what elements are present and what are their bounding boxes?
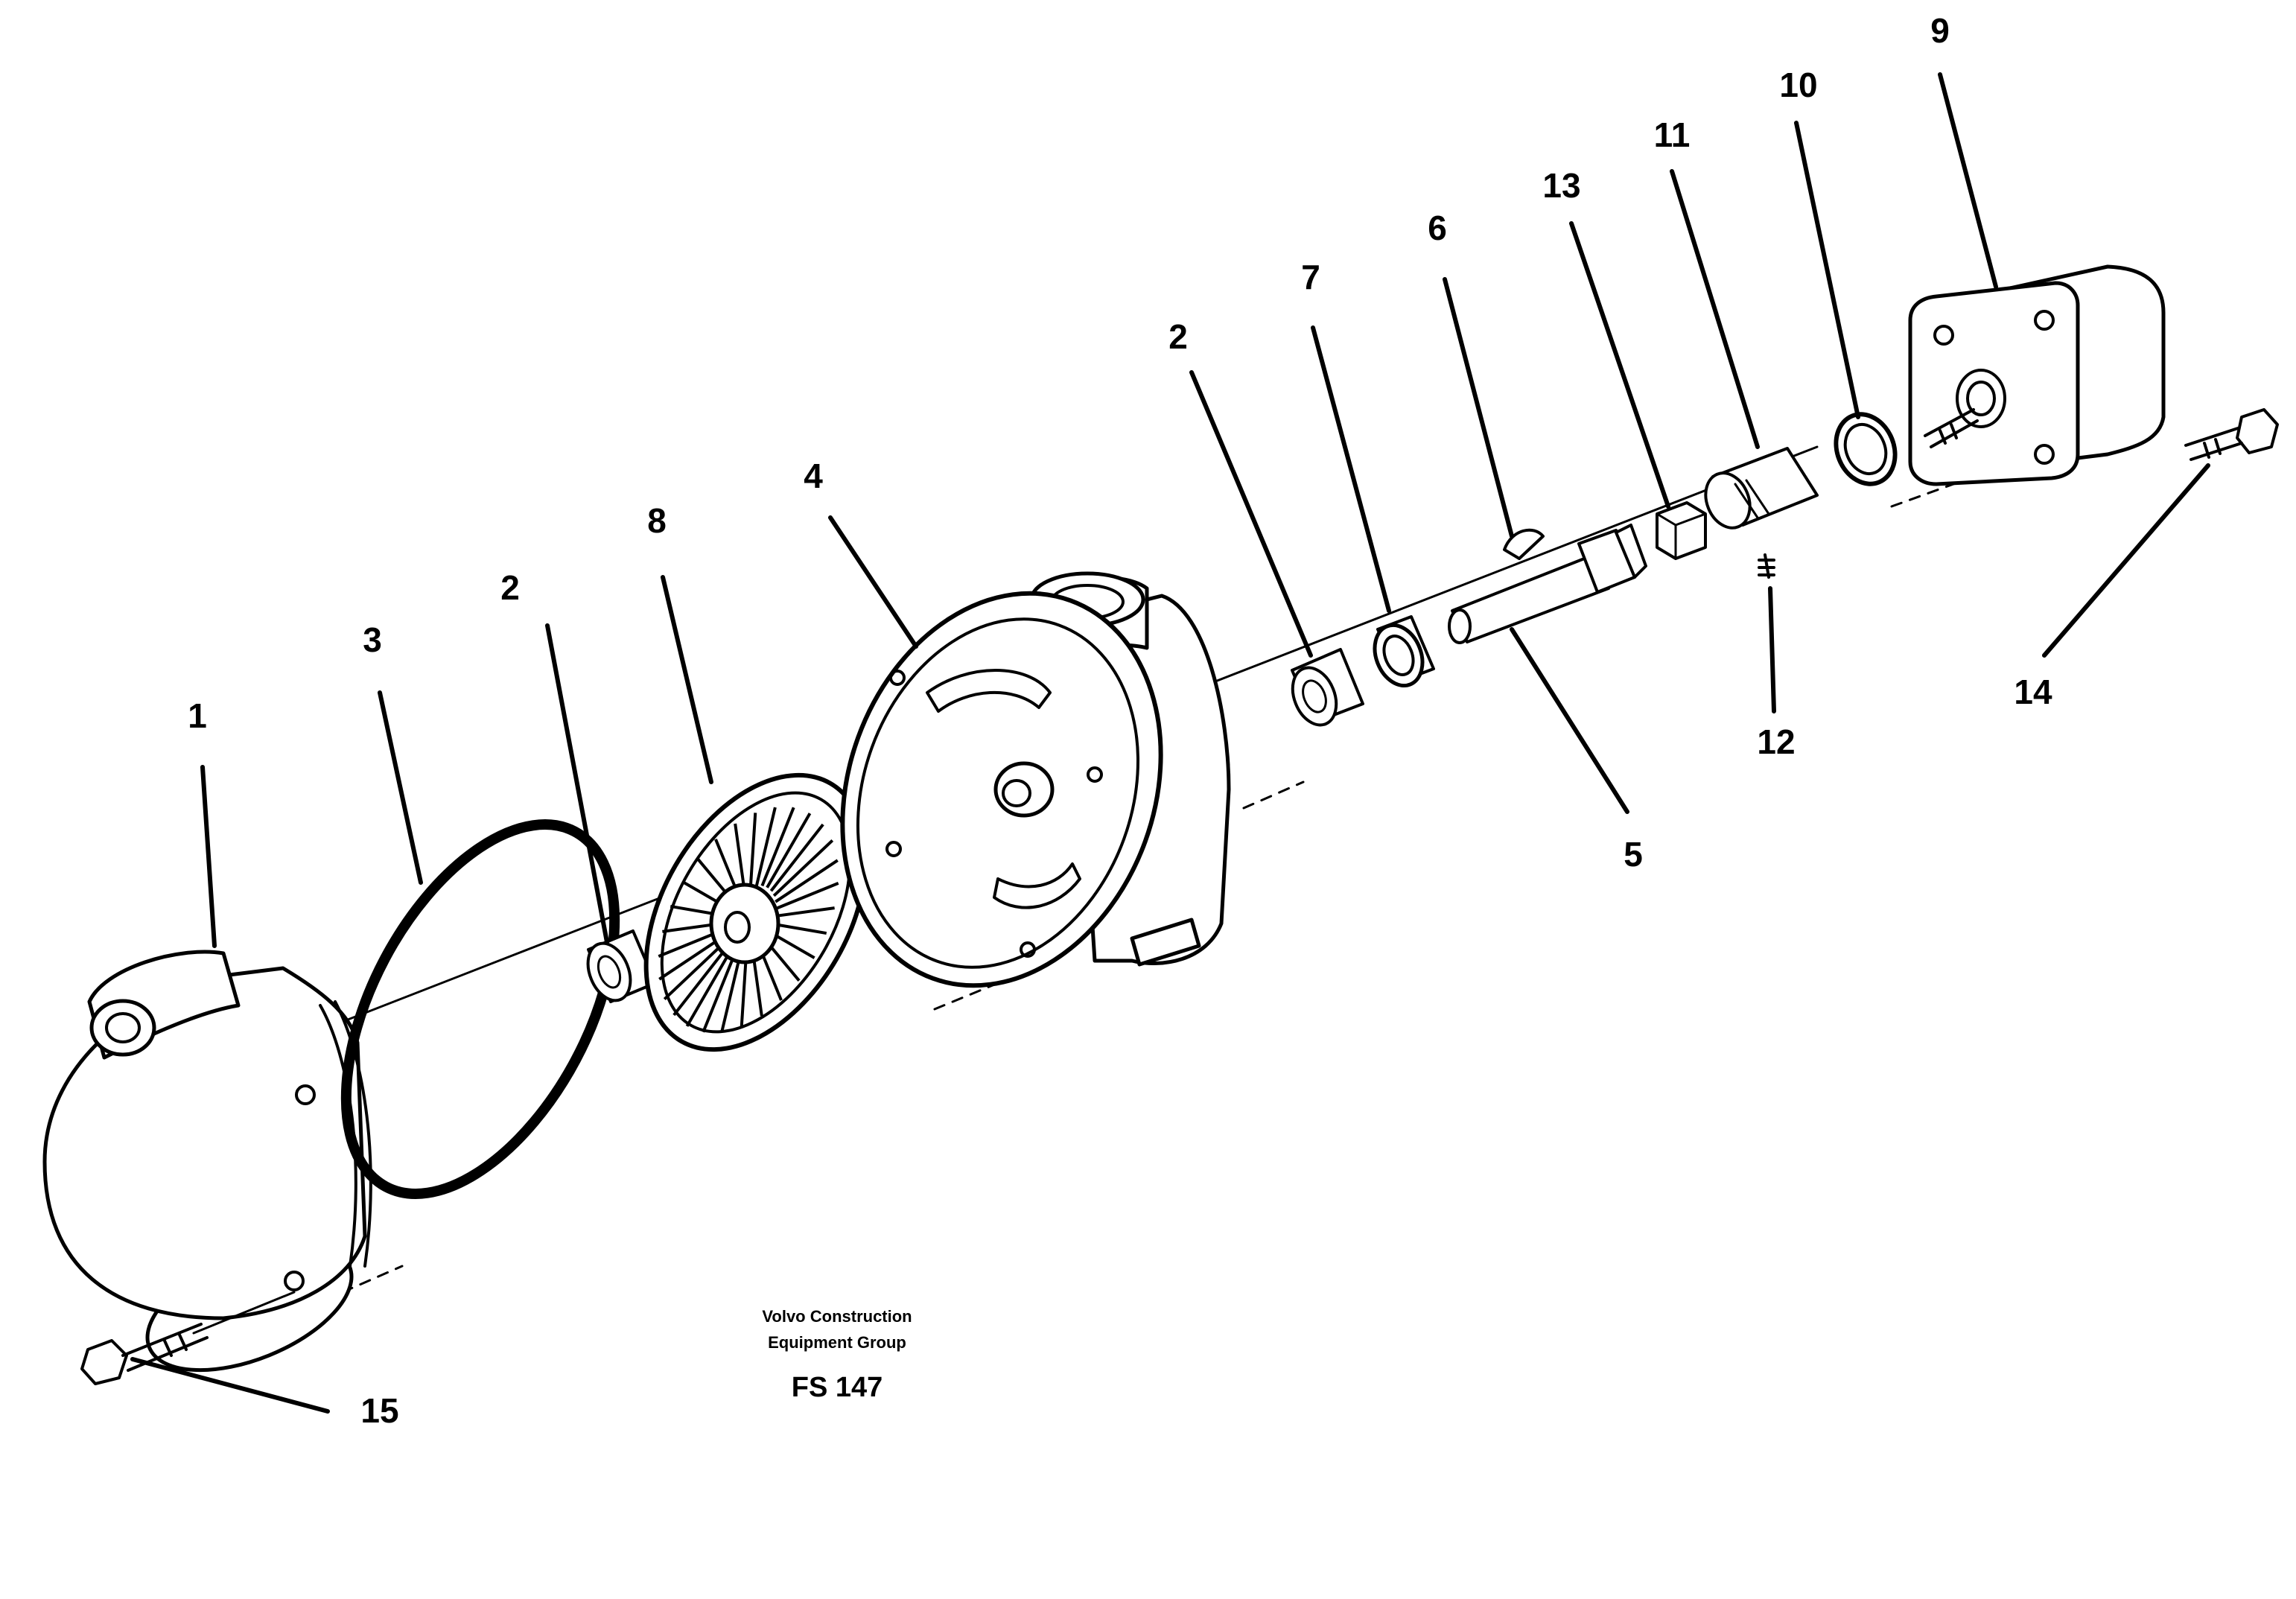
caption-company-line-2: Equipment Group <box>768 1333 906 1352</box>
block-part-13 <box>1656 501 1707 560</box>
callout-7: 7 <box>1301 258 1320 296</box>
bolt-part-15 <box>80 1291 296 1385</box>
callout-12: 12 <box>1757 722 1795 761</box>
key-part-6 <box>1503 528 1545 560</box>
leader-9 <box>1938 72 1998 289</box>
callout-10: 10 <box>1779 66 1817 104</box>
leader-3 <box>378 690 423 885</box>
leader-14 <box>2042 463 2210 658</box>
leader-2a <box>545 623 609 944</box>
impeller-vane <box>748 813 757 888</box>
coupling-part-11 <box>1704 447 1819 530</box>
callout-9: 9 <box>1930 11 1950 50</box>
callout-2-right: 2 <box>1168 317 1188 356</box>
leader-5 <box>1510 627 1629 814</box>
callout-11: 11 <box>1654 115 1691 154</box>
impeller-part-8 <box>643 772 868 1052</box>
impeller-vane <box>720 953 742 1033</box>
shaft-part-5 <box>1448 524 1647 644</box>
callout-6: 6 <box>1428 209 1447 247</box>
pump-housing-part-4 <box>840 571 1231 988</box>
impeller-vane <box>772 922 827 935</box>
impeller-vane <box>702 953 737 1033</box>
callout-8: 8 <box>647 501 667 540</box>
leader-13 <box>1569 221 1670 509</box>
callout-labels: 1 3 2 8 4 2 7 6 13 11 10 9 5 12 14 15 <box>188 11 2052 1430</box>
leader-lines <box>130 72 2210 1414</box>
impeller-vane <box>754 807 777 886</box>
impeller-vane <box>663 942 725 1001</box>
callout-14: 14 <box>2014 673 2052 711</box>
bolt-part-14 <box>2184 408 2279 461</box>
callout-13: 13 <box>1542 166 1580 205</box>
pump-cover <box>42 950 372 1373</box>
leader-6 <box>1443 277 1514 538</box>
impeller-vane <box>775 859 839 903</box>
leader-8 <box>661 575 713 784</box>
caption-block: Volvo Construction Equipment Group FS 14… <box>762 1307 912 1403</box>
impeller-vane <box>774 906 835 918</box>
impeller-vane <box>685 951 731 1027</box>
impeller-vane <box>740 952 748 1027</box>
leader-2b <box>1189 370 1313 658</box>
caption-company-line-1: Volvo Construction <box>762 1307 912 1326</box>
o-ring-part-3 <box>340 819 620 1199</box>
impeller-vane <box>734 823 746 891</box>
leader-11 <box>1670 169 1760 449</box>
callout-1: 1 <box>188 696 207 735</box>
leader-15 <box>130 1357 330 1414</box>
impeller-vane <box>658 936 722 981</box>
impeller-vane <box>769 823 824 892</box>
impeller-vane <box>766 813 812 888</box>
impeller-vane <box>672 947 728 1017</box>
set-screw-part-12 <box>1758 553 1775 579</box>
impeller-vane <box>775 882 839 910</box>
callout-5: 5 <box>1624 835 1643 874</box>
callout-3: 3 <box>363 620 382 659</box>
leader-7 <box>1311 325 1391 613</box>
bushing-part-2-right <box>1291 648 1364 727</box>
leader-4 <box>828 515 918 649</box>
figure-code: FS 147 <box>792 1372 883 1403</box>
callout-15: 15 <box>360 1391 398 1430</box>
bushing-part-2-left <box>586 929 657 1003</box>
callout-4: 4 <box>804 457 823 495</box>
motor-part-9 <box>1908 264 2166 486</box>
impeller-vane <box>772 839 834 897</box>
leader-10 <box>1794 121 1860 419</box>
bearing-part-7 <box>1373 615 1435 688</box>
seal-ring-part-10 <box>1834 412 1898 486</box>
leader-1 <box>200 765 217 948</box>
leader-12 <box>1768 586 1776 713</box>
impeller-vane <box>760 807 795 887</box>
callout-2-left: 2 <box>500 568 520 607</box>
